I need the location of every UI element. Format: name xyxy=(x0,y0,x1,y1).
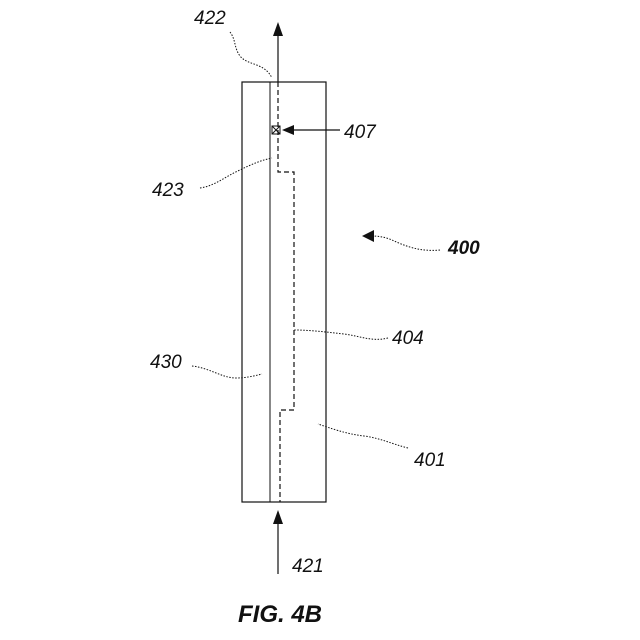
label-401: 401 xyxy=(414,450,446,471)
leader-423 xyxy=(200,158,272,188)
arrow-to-407 xyxy=(282,125,340,135)
stepped-dashed-path xyxy=(278,82,294,502)
label-400: 400 xyxy=(447,238,480,259)
label-404: 404 xyxy=(392,328,424,349)
leader-422 xyxy=(230,32,272,78)
leader-404 xyxy=(294,330,388,339)
label-421: 421 xyxy=(292,556,324,577)
arrow-400 xyxy=(362,230,440,250)
leader-430 xyxy=(192,366,262,378)
label-407: 407 xyxy=(344,122,377,143)
output-arrow-icon xyxy=(273,22,283,82)
leader-401 xyxy=(318,424,408,448)
device-body-outline xyxy=(242,82,326,502)
marker-407-icon xyxy=(272,126,280,134)
input-arrow-icon xyxy=(273,510,283,574)
label-430: 430 xyxy=(150,352,182,373)
figure-caption: FIG. 4B xyxy=(238,601,322,628)
label-423: 423 xyxy=(152,180,184,201)
label-422: 422 xyxy=(194,8,226,29)
